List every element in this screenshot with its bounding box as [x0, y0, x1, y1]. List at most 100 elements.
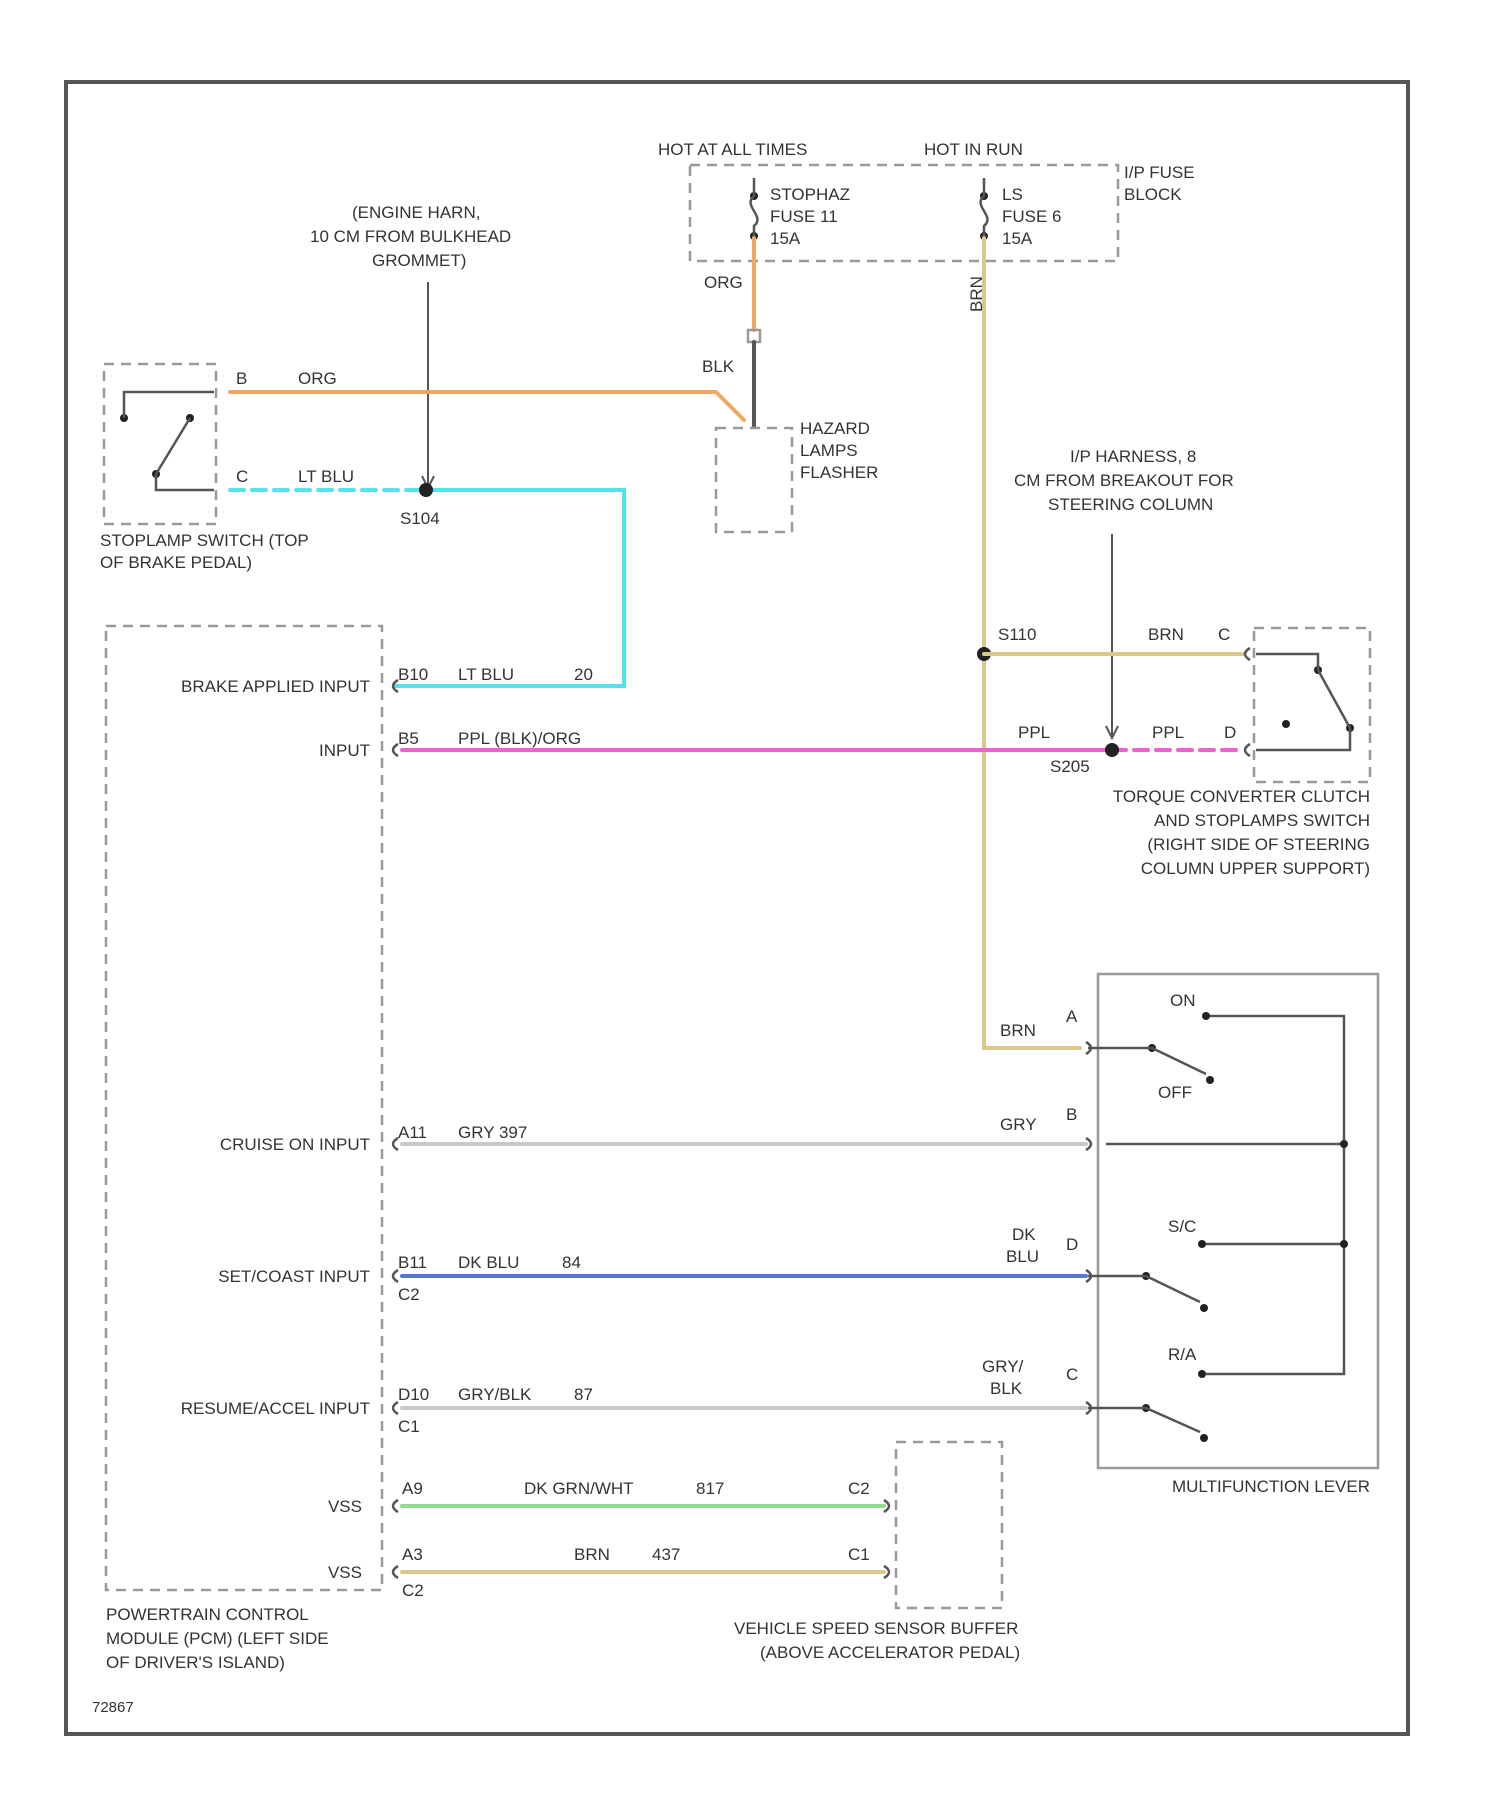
fuse-6-element — [981, 178, 988, 236]
vss-color-label: DK GRN/WHT — [524, 1479, 634, 1498]
ip-fuse-block-label-2: BLOCK — [1124, 185, 1182, 204]
cruise-pin-label: A11 — [398, 1123, 427, 1142]
stoplamp-switch-label-2: OF BRAKE PEDAL) — [100, 553, 252, 572]
input-pin-label: B5 — [398, 729, 419, 748]
ip-harness-label-3: STEERING COLUMN — [1048, 495, 1213, 514]
splice-s104-label: S104 — [400, 509, 440, 528]
ppl-right-label-2: PPL — [1152, 723, 1184, 742]
off-position-label: OFF — [1158, 1083, 1192, 1102]
vss2-circuit-label: 437 — [652, 1545, 680, 1564]
fuse-11-element — [751, 178, 758, 236]
fuse-11-name: STOPHAZ — [770, 185, 850, 204]
sc-open-contact — [1200, 1304, 1208, 1312]
gry-b-label: GRY — [1000, 1115, 1037, 1134]
pcm-input-brake-applied: BRAKE APPLIED INPUT — [181, 677, 370, 696]
tcc-label-1: TORQUE CONVERTER CLUTCH — [1113, 787, 1370, 806]
stoplamp-switch-lead-top — [124, 392, 214, 418]
ip-harness-label-2: CM FROM BREAKOUT FOR — [1014, 471, 1234, 490]
set-color-label: DK BLU — [458, 1253, 519, 1272]
resume-color-label: GRY/BLK — [458, 1385, 532, 1404]
brn-tcc-label: BRN — [1148, 625, 1184, 644]
pcm-pin-vss2 — [393, 1566, 398, 1578]
hot-at-all-times-label: HOT AT ALL TIMES — [658, 140, 807, 159]
engine-harn-label-3: GROMMET) — [372, 251, 466, 270]
tcc-pin-c — [1245, 648, 1250, 660]
resume-circuit-label: 87 — [574, 1385, 593, 1404]
gry-blk-right-label-1: GRY/ — [982, 1357, 1024, 1376]
brake-color-label: LT BLU — [458, 665, 514, 684]
mf-pin-c-label: C — [1066, 1365, 1078, 1384]
pcm-input-vss-1: VSS — [328, 1497, 362, 1516]
tcc-label-3: (RIGHT SIDE OF STEERING — [1147, 835, 1370, 854]
resume-conn-label: C1 — [398, 1417, 420, 1436]
mf-pin-a-label: A — [1066, 1007, 1078, 1026]
tcc-switch-box — [1254, 628, 1370, 782]
engine-harn-label-1: (ENGINE HARN, — [352, 203, 480, 222]
pcm-input-cruise-on: CRUISE ON INPUT — [220, 1135, 370, 1154]
vss-buffer-pin-label: C2 — [848, 1479, 870, 1498]
stoplamp-switch-lead-bottom — [156, 474, 214, 490]
pcm-box — [106, 626, 382, 1590]
mf-pin-d-label: D — [1066, 1235, 1078, 1254]
hazard-flasher-label-3: FLASHER — [800, 463, 878, 482]
org-stoplamp-label: ORG — [298, 369, 337, 388]
vss-buffer-box — [896, 1442, 1002, 1608]
multifunction-label: MULTIFUNCTION LEVER — [1172, 1477, 1370, 1496]
stoplamp-switch-label-1: STOPLAMP SWITCH (TOP — [100, 531, 309, 550]
stoplamp-switch-blade — [156, 418, 190, 474]
fuse-6-rating: 15A — [1002, 229, 1033, 248]
pcm-pin-vss — [393, 1500, 398, 1512]
pcm-label-2: MODULE (PCM) (LEFT SIDE — [106, 1629, 329, 1648]
sc-contact — [1198, 1240, 1206, 1248]
vss-buffer-label-2: (ABOVE ACCELERATOR PEDAL) — [760, 1643, 1020, 1662]
set-conn-label: C2 — [398, 1285, 420, 1304]
ra-blade — [1106, 1408, 1200, 1432]
brake-circuit-label: 20 — [574, 665, 593, 684]
multifunction-bus — [1206, 1016, 1344, 1374]
tcc-pin-d-label: D — [1224, 723, 1236, 742]
gry-blk-right-label-2: BLK — [990, 1379, 1023, 1398]
vss2-color-label: BRN — [574, 1545, 610, 1564]
vss2-pin-label: A3 — [402, 1545, 423, 1564]
ppl-right-label: PPL — [1018, 723, 1050, 742]
set-pin-label: B11 — [398, 1253, 427, 1272]
pcm-label-1: POWERTRAIN CONTROL — [106, 1605, 309, 1624]
hazard-flasher-box — [716, 428, 792, 532]
onoff-blade — [1106, 1048, 1206, 1074]
pcm-input-input: INPUT — [319, 741, 370, 760]
sc-blade — [1106, 1276, 1200, 1302]
tcc-label-4: COLUMN UPPER SUPPORT) — [1141, 859, 1370, 878]
ra-open-contact — [1200, 1434, 1208, 1442]
pcm-input-set-coast: SET/COAST INPUT — [218, 1267, 370, 1286]
vss2-buffer-pin-label: C1 — [848, 1545, 870, 1564]
bus-junction-sc — [1340, 1240, 1348, 1248]
tcc-contact-left — [1282, 720, 1290, 728]
input-color-label: PPL (BLK)/ORG — [458, 729, 581, 748]
tcc-label-2: AND STOPLAMPS SWITCH — [1154, 811, 1370, 830]
tcc-switch-lead-bottom — [1256, 728, 1350, 750]
blk-wire-label: BLK — [702, 357, 735, 376]
hazard-flasher-label-1: HAZARD — [800, 419, 870, 438]
stoplamp-switch-box — [104, 364, 216, 524]
on-position-label: ON — [1170, 991, 1196, 1010]
sc-position-label: S/C — [1168, 1217, 1196, 1236]
vss2-conn-label: C2 — [402, 1581, 424, 1600]
lt-blu-label: LT BLU — [298, 467, 354, 486]
cruise-color-label: GRY 397 — [458, 1123, 527, 1142]
stoplamp-pin-c: C — [236, 467, 248, 486]
fuse-11-rating: 15A — [770, 229, 801, 248]
splice-s205-label: S205 — [1050, 757, 1090, 776]
splice-s104 — [419, 483, 433, 497]
bus-junction-b — [1340, 1140, 1348, 1148]
brn-vertical-label: BRN — [967, 276, 986, 312]
vss-circuit-label: 817 — [696, 1479, 724, 1498]
ra-contact — [1198, 1370, 1206, 1378]
ra-position-label: R/A — [1168, 1345, 1197, 1364]
dk-blu-right-label-2: BLU — [1006, 1247, 1039, 1266]
tcc-switch-lead-top — [1256, 654, 1318, 670]
off-contact — [1206, 1076, 1214, 1084]
engine-harn-label-2: 10 CM FROM BULKHEAD — [310, 227, 511, 246]
on-contact — [1202, 1012, 1210, 1020]
ip-harness-label-1: I/P HARNESS, 8 — [1070, 447, 1196, 466]
fuse-6-name: LS — [1002, 185, 1023, 204]
